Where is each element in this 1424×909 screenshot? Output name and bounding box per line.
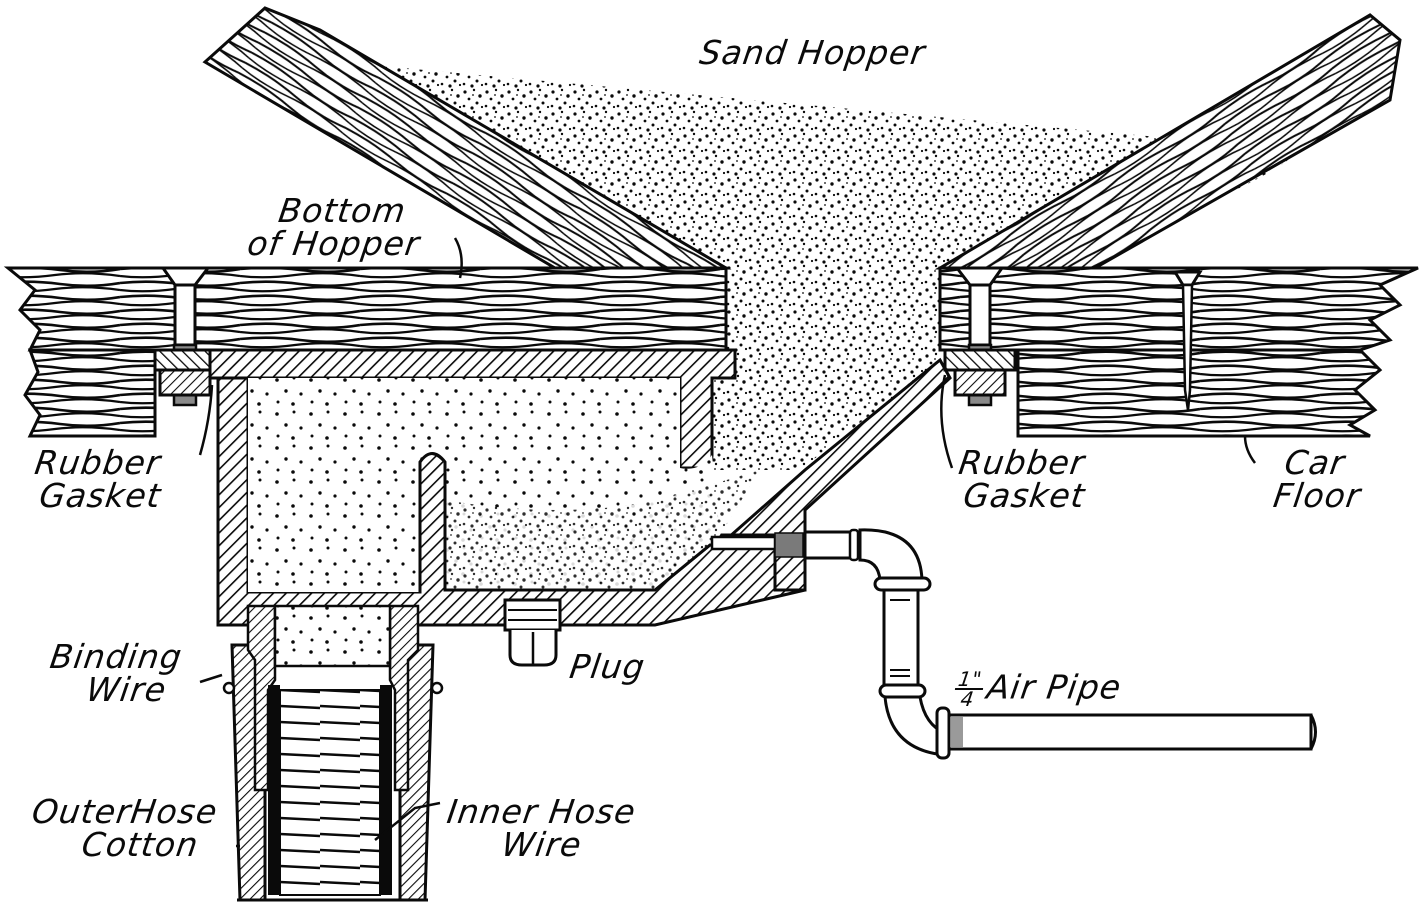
binding-wire	[222, 681, 444, 695]
plug	[503, 598, 562, 667]
label-bottom-of-hopper-line2: of Hopper	[244, 224, 423, 263]
car-floor-left	[23, 348, 157, 438]
label-rubber-gasket-left: Rubber Gasket	[23, 443, 168, 515]
hose-nipple	[246, 604, 420, 792]
label-air-pipe-size: 1" 4	[952, 667, 986, 711]
inner-hose	[268, 685, 392, 896]
label-inner-hose-line1: Inner Hose	[444, 792, 639, 831]
label-rubber-gasket-right-line2: Gasket	[960, 476, 1088, 515]
label-rubber-gasket-left-line1: Rubber	[32, 443, 164, 482]
sand-chamber-flow	[445, 470, 760, 590]
label-rubber-gasket-right: Rubber Gasket	[947, 443, 1092, 515]
rubber-gasket-right	[943, 348, 1017, 372]
air-pipe	[803, 528, 1317, 760]
label-outer-hose-line1: OuterHose	[29, 792, 221, 831]
label-rubber-gasket-right-line1: Rubber	[956, 443, 1088, 482]
label-outer-hose-line2: Cotton	[79, 825, 202, 864]
label-air-pipe-text: Air Pipe	[984, 667, 1125, 707]
label-binding-wire-line2: Wire	[83, 670, 170, 709]
label-binding-wire-line1: Binding	[47, 637, 185, 676]
leader-lines	[198, 237, 1256, 848]
wood-screw	[1172, 270, 1203, 411]
label-car-floor-line2: Floor	[1270, 476, 1364, 515]
label-rubber-gasket-left-line2: Gasket	[36, 476, 164, 515]
nut-right	[953, 368, 1007, 397]
label-inner-hose-wire: Inner Hose Wire	[440, 792, 639, 864]
label-inner-hose-line2: Wire	[499, 825, 585, 864]
label-air-pipe: 1" 4 Air Pipe	[952, 667, 1125, 711]
label-bottom-of-hopper-line1: Bottom	[276, 191, 409, 230]
rubber-gasket-left	[153, 348, 212, 372]
label-bottom-of-hopper: Bottom of Hopper	[244, 191, 426, 263]
label-car-floor: Car Floor	[1257, 443, 1367, 515]
air-nozzle	[710, 535, 777, 551]
label-sand-hopper: Sand Hopper	[697, 33, 929, 72]
air-nozzle-thread	[774, 532, 804, 558]
label-car-floor-line1: Car	[1282, 443, 1348, 482]
car-floor	[1016, 348, 1383, 438]
bottom-of-hopper-board	[3, 266, 728, 352]
hopper-side-board-left	[202, 6, 732, 270]
nut-left	[158, 368, 212, 397]
label-air-pipe-size-den: 4	[959, 687, 977, 711]
label-binding-wire: Binding Wire	[43, 637, 185, 709]
sand-hopper	[315, 60, 1300, 470]
label-outer-hose-cotton: OuterHose Cotton	[25, 792, 221, 864]
label-plug: Plug	[567, 647, 648, 686]
